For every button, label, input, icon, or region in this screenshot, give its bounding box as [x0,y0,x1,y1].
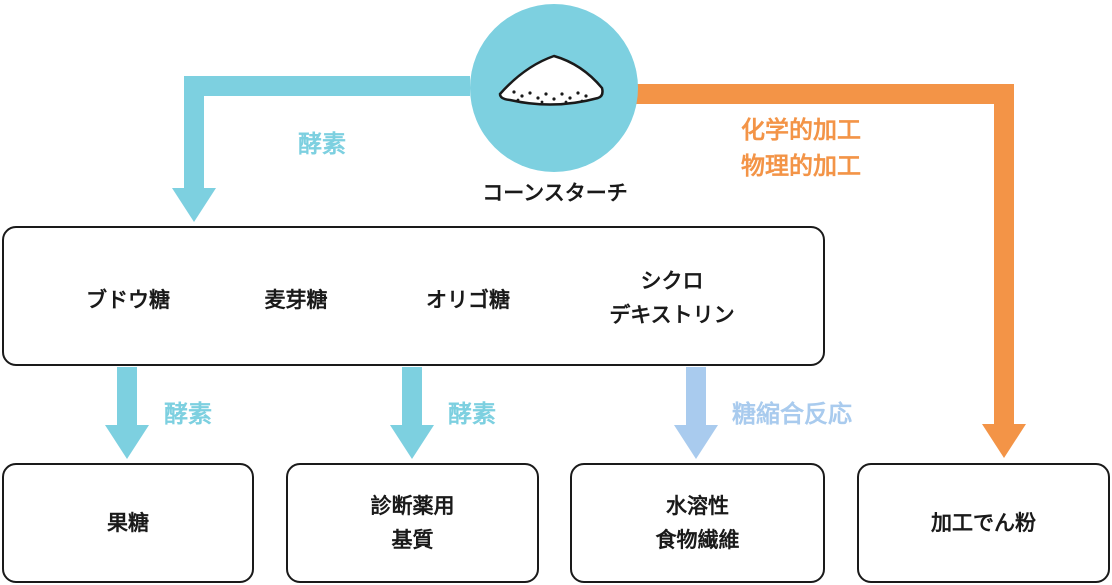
enzyme-arrow-head [390,425,434,459]
enzyme-arrow-head [172,188,216,222]
chemical-physical-processing-label: 化学的加工 物理的加工 [741,116,861,180]
condensation-reaction-label: 糖縮合反応 [732,400,852,428]
condensation-arrow-to-dietary-fiber [686,367,706,427]
enzyme-arrow-head [105,425,149,459]
cornstarch-label: コーンスターチ [482,181,628,205]
soluble-dietary-fiber-box: 水溶性 食物繊維 [570,463,825,583]
enzyme-arrow-to-diagnostic-substrate [402,367,422,427]
maltose-item: 麦芽糖 [264,288,328,312]
enzyme-label-1: 酵素 [164,400,212,428]
condensation-arrow-head [674,425,718,459]
enzyme-arrow-to-fructose [117,367,137,427]
sugars-box [2,226,825,366]
glucose-item: ブドウ糖 [86,288,170,312]
diagnostic-substrate-box: 診断薬用 基質 [286,463,539,583]
chemical-arrow-to-processed-starch [630,84,1014,426]
powder-pile-icon [498,54,604,106]
processed-starch-box: 加工でん粉 [857,463,1110,583]
enzyme-label-top: 酵素 [298,130,346,158]
cornstarch-circle [470,4,638,172]
enzyme-arrow-to-main-box [184,76,470,190]
enzyme-label-2: 酵素 [448,400,496,428]
chemical-arrow-head [982,424,1026,458]
fructose-box: 果糖 [2,463,254,583]
cyclodextrin-item: シクロ デキストリン [609,269,735,327]
oligosaccharide-item: オリゴ糖 [426,288,510,312]
